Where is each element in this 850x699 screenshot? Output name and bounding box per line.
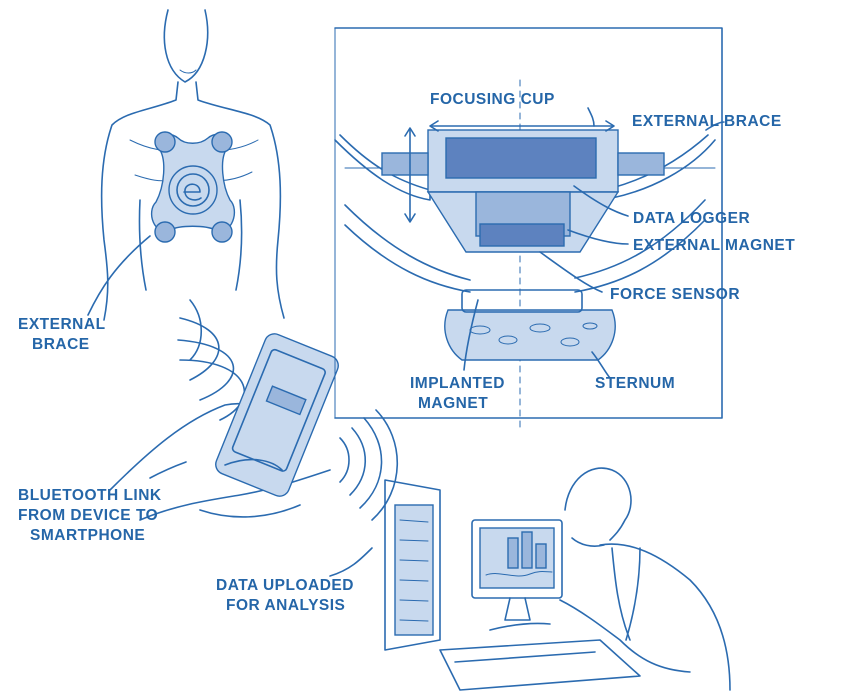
label-data-uploaded-line2: FOR ANALYSIS bbox=[226, 597, 345, 614]
label-external-magnet: EXTERNAL MAGNET bbox=[633, 237, 795, 254]
labels: FOCUSING CUP EXTERNAL BRACE DATA LOGGER … bbox=[18, 91, 795, 614]
leader-bluetooth bbox=[149, 461, 187, 479]
label-focusing-cup: FOCUSING CUP bbox=[430, 91, 555, 108]
label-sternum: STERNUM bbox=[595, 375, 675, 392]
label-implanted-magnet-line2: MAGNET bbox=[418, 395, 488, 412]
label-data-uploaded-line1: DATA UPLOADED bbox=[216, 577, 354, 594]
hand-with-smartphone bbox=[109, 333, 339, 521]
external-brace-on-chest bbox=[151, 131, 235, 243]
label-external-brace-left-line1: EXTERNAL bbox=[18, 316, 106, 333]
label-data-logger: DATA LOGGER bbox=[633, 210, 750, 227]
label-force-sensor: FORCE SENSOR bbox=[610, 286, 740, 303]
label-implanted-magnet-line1: IMPLANTED bbox=[410, 375, 505, 392]
label-external-brace-left-line2: BRACE bbox=[32, 336, 90, 353]
cross-section-inset bbox=[334, 27, 725, 431]
signal-waves-phone bbox=[339, 409, 399, 521]
clinician-workstation bbox=[384, 467, 731, 691]
label-bluetooth-line3: SMARTPHONE bbox=[30, 527, 145, 544]
label-bluetooth-line2: FROM DEVICE TO bbox=[18, 507, 158, 524]
leader-data-uploaded bbox=[329, 547, 373, 577]
signal-waves-torso bbox=[177, 299, 246, 421]
label-external-brace-top: EXTERNAL BRACE bbox=[632, 113, 782, 130]
label-bluetooth-line1: BLUETOOTH LINK bbox=[18, 487, 162, 504]
leader-external-brace bbox=[87, 235, 151, 316]
